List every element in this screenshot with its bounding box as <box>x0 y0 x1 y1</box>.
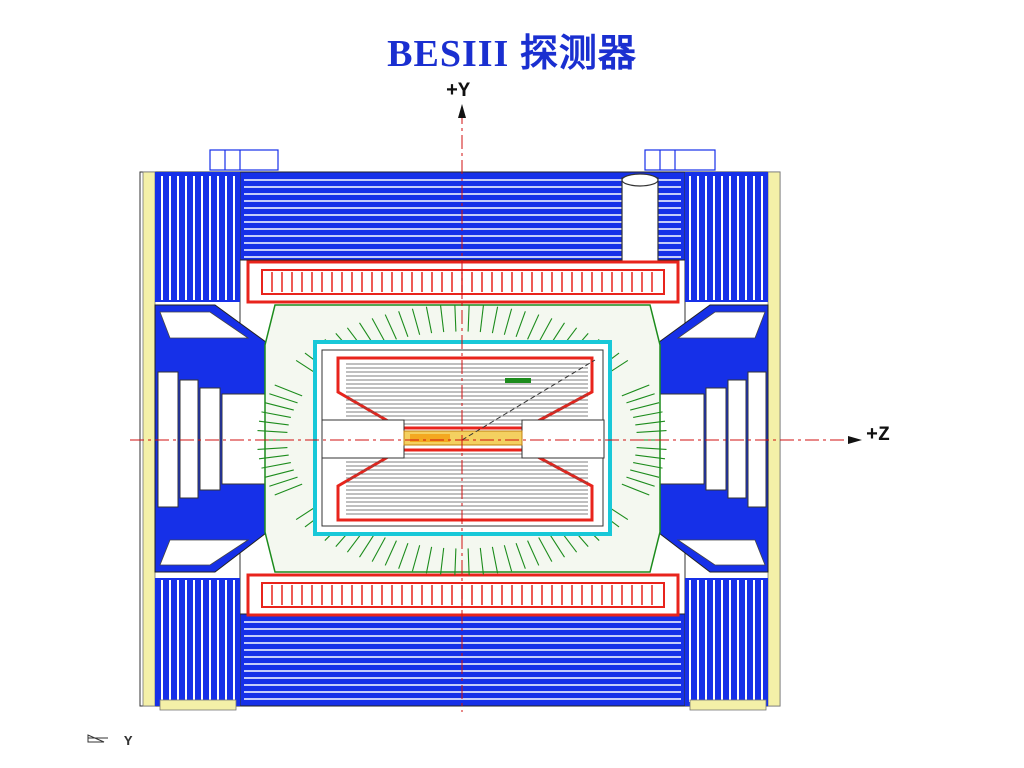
particle-track <box>461 359 596 441</box>
corner-axis-label: Y <box>124 734 133 750</box>
sc-coil-top <box>246 260 680 304</box>
orientation-glyph <box>87 734 108 743</box>
endcap-cone-right <box>654 304 769 573</box>
sc-coil-bottom <box>246 573 680 617</box>
beam-pipe <box>403 430 523 446</box>
page-title: BESIII 探测器 <box>387 33 637 75</box>
endcap-cone-left <box>154 304 271 573</box>
y-axis <box>458 104 466 712</box>
z-axis <box>130 436 862 444</box>
main-drift-chamber <box>321 356 605 522</box>
support-brackets <box>209 149 716 274</box>
track-segment <box>505 378 531 383</box>
y-axis-label: +Y <box>446 80 470 103</box>
z-axis-label: +Z <box>866 424 890 447</box>
